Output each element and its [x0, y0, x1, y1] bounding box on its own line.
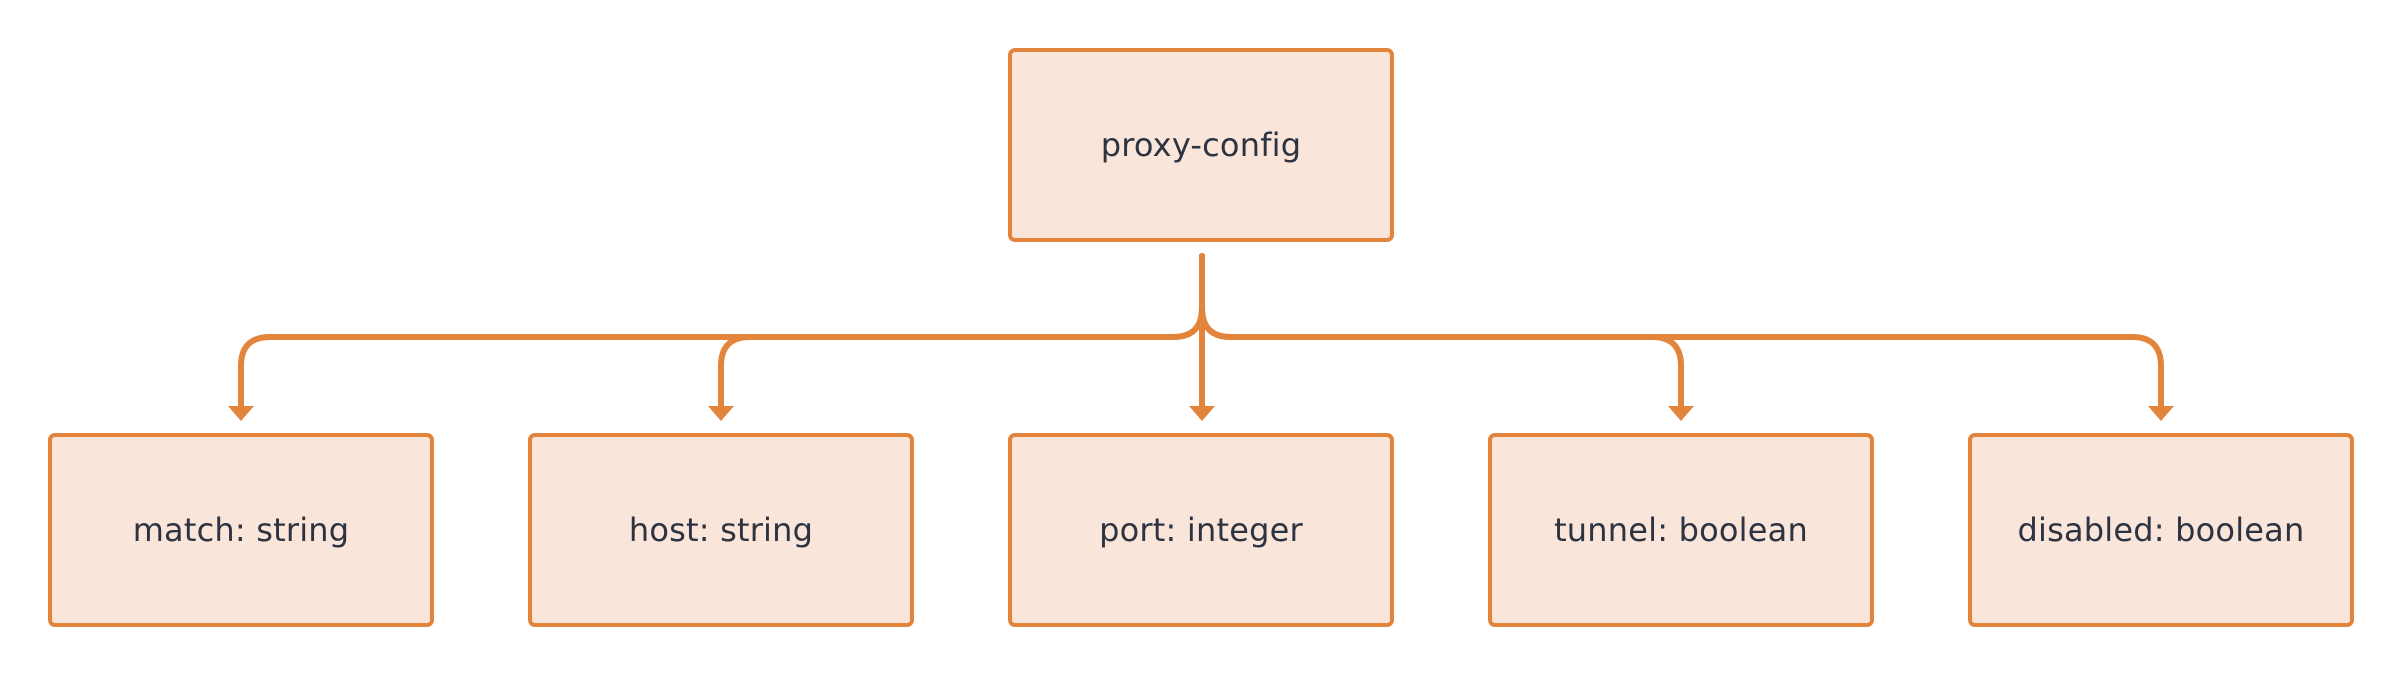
connector-root-to-disabled: [1199, 253, 2164, 409]
child-node-match: match: string: [48, 433, 434, 627]
arrowhead-tunnel: [1668, 406, 1694, 421]
child-node-label: tunnel: boolean: [1554, 511, 1808, 549]
child-node-label: disabled: boolean: [2017, 511, 2305, 549]
root-node-proxy-config: proxy-config: [1008, 48, 1394, 242]
child-node-tunnel: tunnel: boolean: [1488, 433, 1874, 627]
arrowhead-disabled: [2148, 406, 2174, 421]
child-node-label: match: string: [132, 511, 350, 549]
root-node-label: proxy-config: [1100, 126, 1302, 164]
arrowhead-port: [1189, 406, 1215, 421]
connector-root-to-tunnel: [1199, 253, 1684, 409]
child-node-disabled: disabled: boolean: [1968, 433, 2354, 627]
arrowhead-host: [708, 406, 734, 421]
connector-root-to-host: [718, 253, 1205, 409]
child-node-label: port: integer: [1099, 511, 1303, 549]
child-node-label: host: string: [628, 511, 814, 549]
child-node-port: port: integer: [1008, 433, 1394, 627]
child-node-host: host: string: [528, 433, 914, 627]
arrowhead-match: [228, 406, 254, 421]
